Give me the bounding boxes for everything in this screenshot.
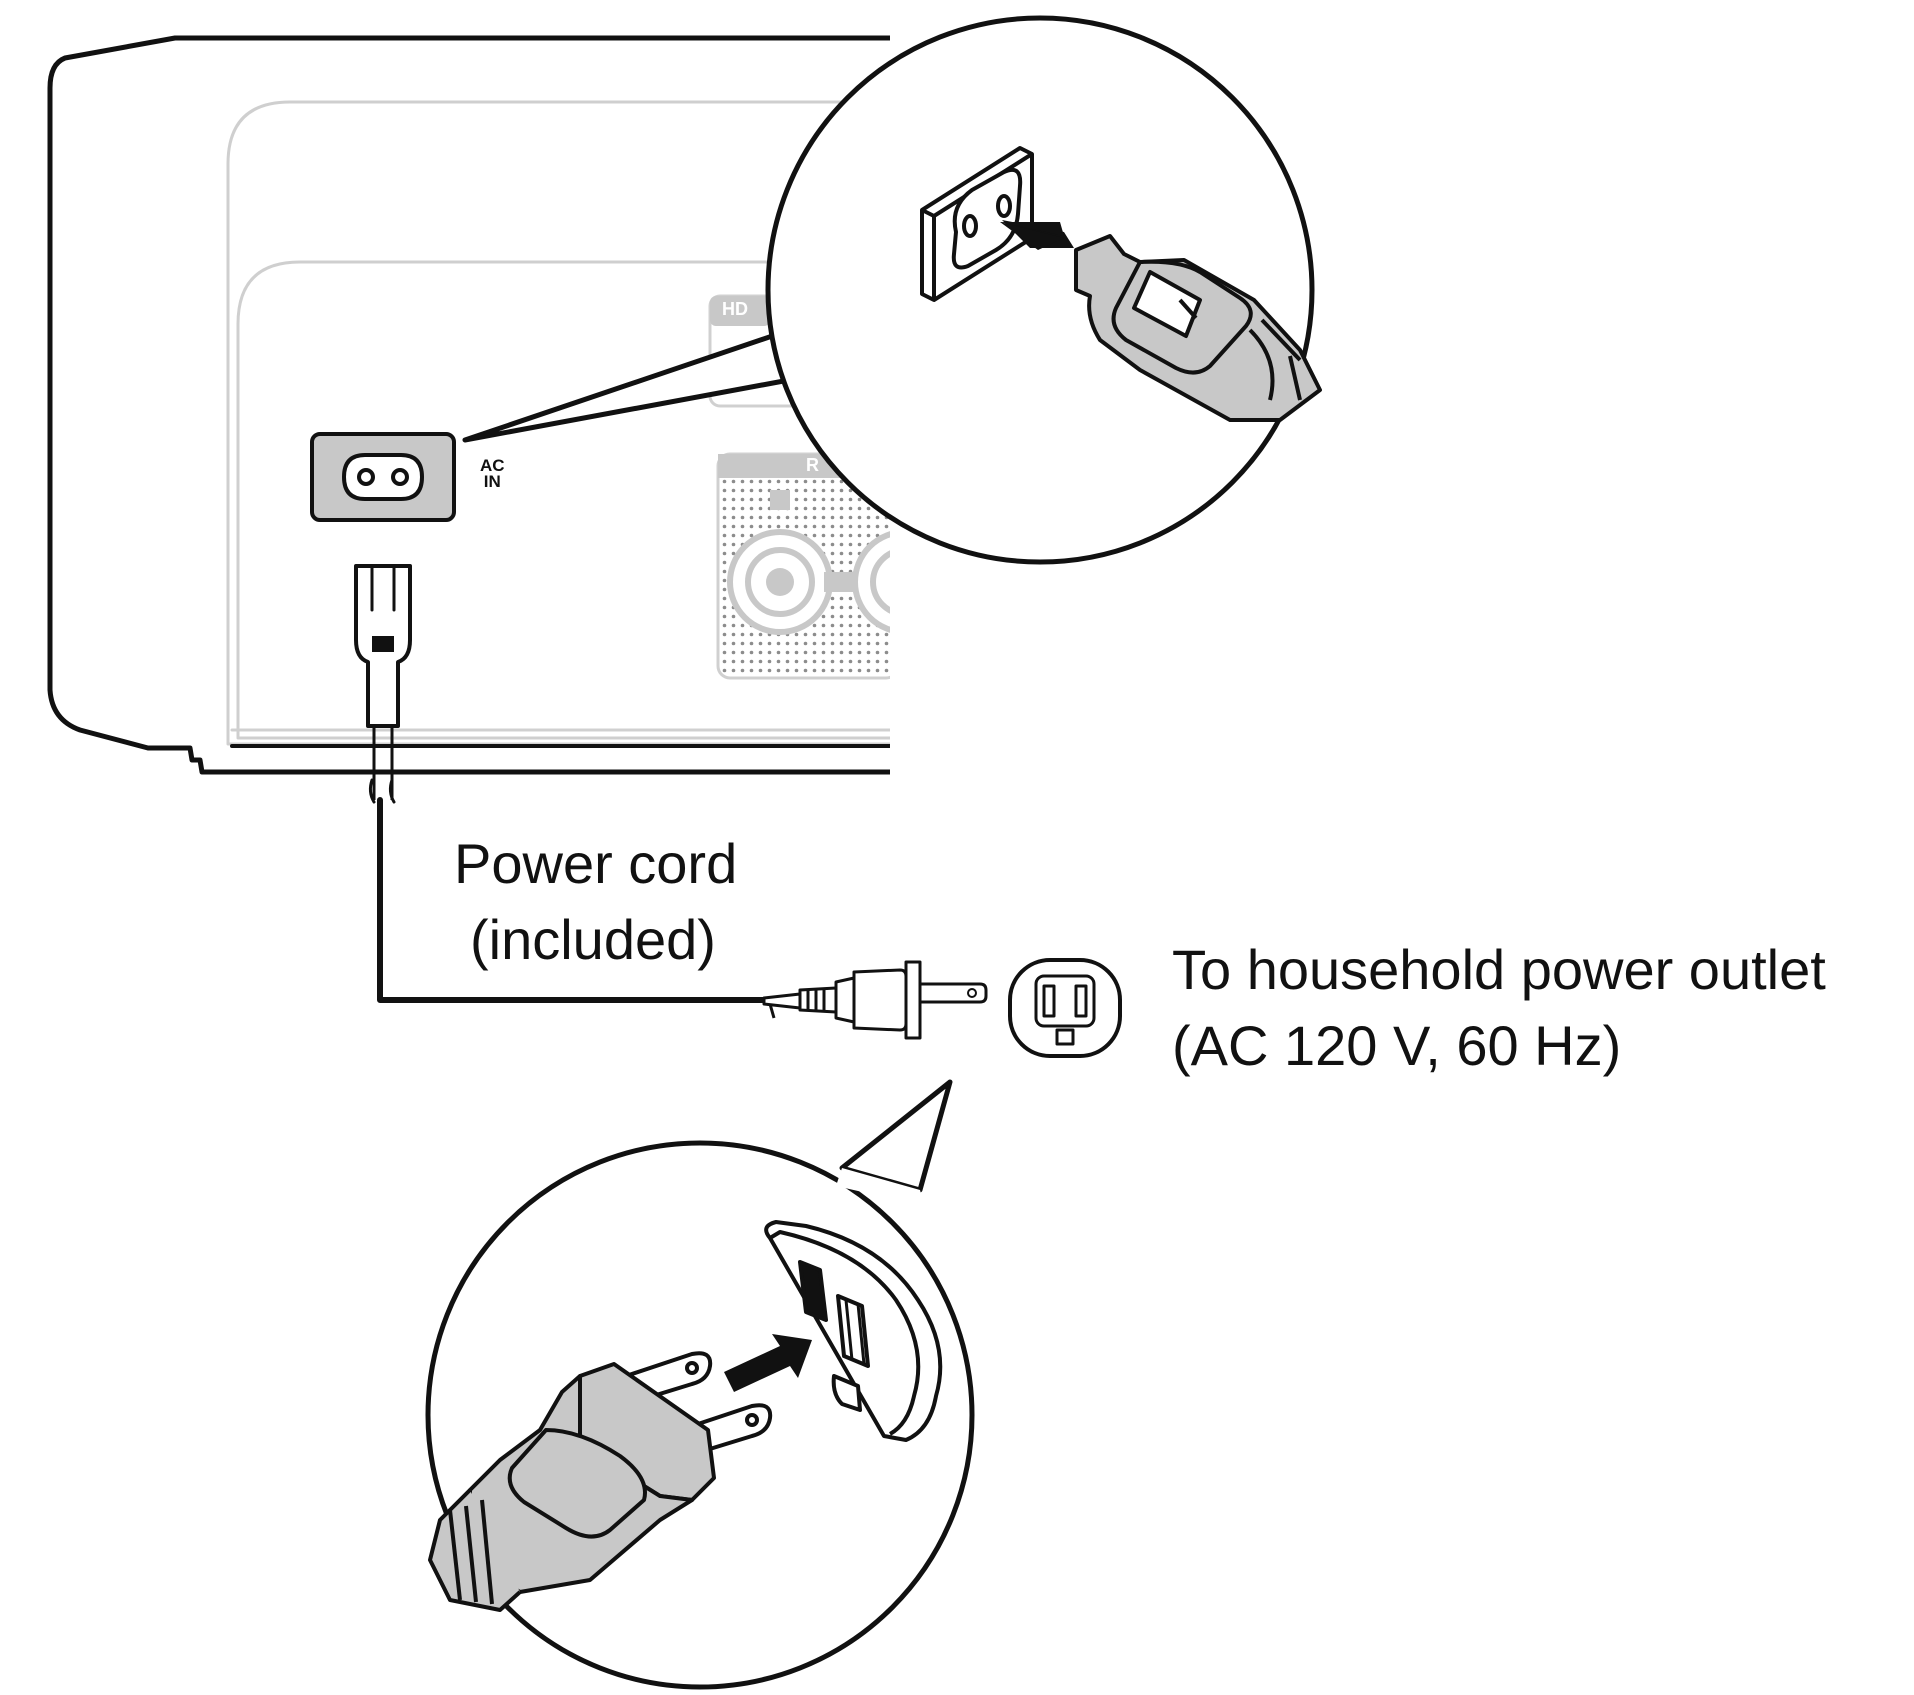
- power-cord-label-line2: (included): [470, 908, 716, 971]
- outlet-label-line1: To household power outlet: [1172, 938, 1826, 1001]
- unit-inner-frame: [226, 100, 890, 746]
- ac-in-label: AC IN: [480, 456, 505, 492]
- ac-inlet-icon: [310, 432, 456, 522]
- arrow-right-icon: [1000, 220, 1074, 250]
- hdmi-tag: HD: [722, 299, 748, 319]
- arrow-right-icon: [724, 1334, 812, 1392]
- ac-plug-icon: [762, 960, 988, 1040]
- inlet-callout: [462, 15, 1322, 565]
- speaker-terminal-icon: [727, 490, 890, 635]
- unit-inner-frame-2: [236, 260, 890, 740]
- speaker-terminal-panel: [716, 452, 890, 680]
- power-cord-label-line1: Power cord: [454, 832, 738, 895]
- wall-outlet-icon: [1008, 958, 1122, 1058]
- ac-in-label-line1: AC: [480, 456, 505, 475]
- ac-inlet-icon: [920, 146, 1034, 302]
- iec-connector-icon: [354, 564, 412, 800]
- outlet-label-line2: (AC 120 V, 60 Hz): [1172, 1014, 1622, 1077]
- unit-body-outline: [47, 35, 890, 775]
- outlet-callout: [425, 1079, 975, 1690]
- wall-outlet-icon: [764, 1220, 943, 1442]
- ac-in-label-line2: IN: [483, 472, 501, 492]
- power-cord: [368, 778, 773, 1003]
- ac-plug-icon: [428, 1351, 773, 1612]
- iec-connector-icon: [1074, 234, 1322, 422]
- speaker-r-tag: R: [806, 455, 819, 475]
